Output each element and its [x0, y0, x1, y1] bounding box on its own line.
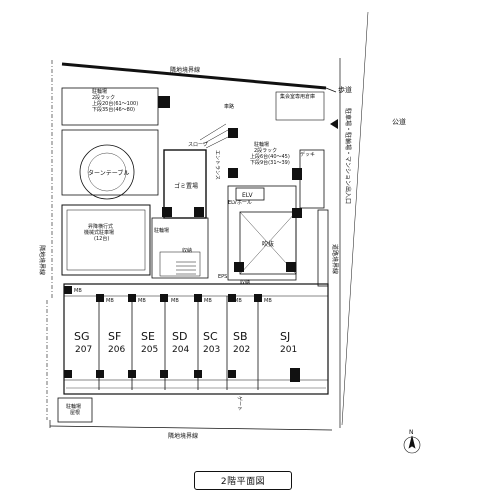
building-outline	[57, 87, 329, 423]
unit-number: 204	[172, 345, 189, 355]
shop-label: 集会室専用倉庫	[280, 93, 315, 100]
mb-label: MB	[264, 298, 272, 304]
unit-sg[interactable]: SG 207	[74, 330, 92, 355]
site-lines	[46, 11, 369, 431]
unit-sf[interactable]: SF 206	[108, 330, 125, 355]
entrance-label: エントランス	[214, 150, 220, 180]
gate-label: ゲート	[236, 396, 243, 411]
boundary-left-label: 隣地境界線	[38, 245, 46, 275]
unit-sc[interactable]: SC 203	[203, 330, 220, 355]
unit-name: SG	[74, 330, 90, 343]
void-label: 吹抜	[262, 240, 274, 248]
slope-label: スロープ	[188, 142, 208, 148]
columns	[64, 96, 302, 382]
unit-number: 202	[233, 345, 250, 355]
bike-parking-bottom-label: 駐輪場 屋根	[66, 403, 83, 416]
unit-se[interactable]: SE 205	[141, 330, 158, 355]
unit-number: 205	[141, 345, 158, 355]
road-boundary-label: 道路境界線	[331, 244, 339, 274]
sidewalk-label: 歩道	[338, 85, 352, 94]
plan-title: 2階平面図	[194, 471, 292, 490]
shop-box	[275, 91, 325, 121]
eps-label: EPS	[218, 274, 227, 280]
compass-label: N	[409, 429, 414, 436]
unit-sb[interactable]: SB 202	[233, 330, 250, 355]
unit-name: SF	[108, 330, 121, 343]
unit-name: SB	[233, 330, 248, 343]
mb-label: MB	[74, 288, 82, 294]
elv-hall-label: ELVホール	[228, 200, 252, 206]
unit-name: SE	[141, 330, 155, 343]
public-road-label: 公道	[392, 117, 406, 126]
driveway-label: 車路	[224, 103, 234, 110]
mb-label: MB	[138, 298, 146, 304]
mechanical-parking-label: 昇降横行式 機械式駐車場 (12台)	[84, 223, 116, 242]
unit-number: 203	[203, 345, 220, 355]
unit-number: 207	[75, 345, 92, 355]
boundary-top-label: 隣地境界線	[170, 66, 200, 74]
unit-number: 206	[108, 345, 125, 355]
bike-parking-right-label: 駐輪場 2段ラック 上段6台(40〜45) 下段9台(31〜39)	[250, 141, 291, 166]
mb-label: MB	[171, 298, 179, 304]
unit-sd[interactable]: SD 204	[172, 330, 189, 355]
compass-icon	[403, 435, 421, 454]
mb-label: MB	[234, 298, 242, 304]
turntable-label: ターンテーブル	[88, 169, 129, 177]
unit-name: SJ	[280, 330, 290, 343]
mb-label: MB	[204, 298, 212, 304]
garbage-label: ゴミ置場	[174, 182, 198, 190]
storage-label: 収納	[182, 247, 192, 254]
unit-sj[interactable]: SJ 201	[280, 330, 297, 355]
entrance-steps	[176, 123, 231, 275]
boundary-bottom-label: 隣地境界線	[168, 432, 198, 440]
entrance-vertical-label: 駐車場・駐輪場・マンション出入口	[344, 108, 352, 204]
bike-parking-small-label: 駐輪場	[154, 227, 169, 234]
bike-parking-top-label: 駐輪場 2段ラック 上段20台(61〜100) 下段35台(46〜80)	[92, 88, 140, 113]
mb-label: MB	[106, 298, 114, 304]
deck-label: デッキ	[300, 151, 315, 158]
unit-number: 201	[280, 345, 297, 355]
storage-small-label: 収納	[240, 279, 250, 286]
elv-label: ELV	[242, 192, 253, 199]
unit-name: SC	[203, 330, 218, 343]
entrance-arrow-icon	[330, 119, 338, 129]
unit-name: SD	[172, 330, 187, 343]
